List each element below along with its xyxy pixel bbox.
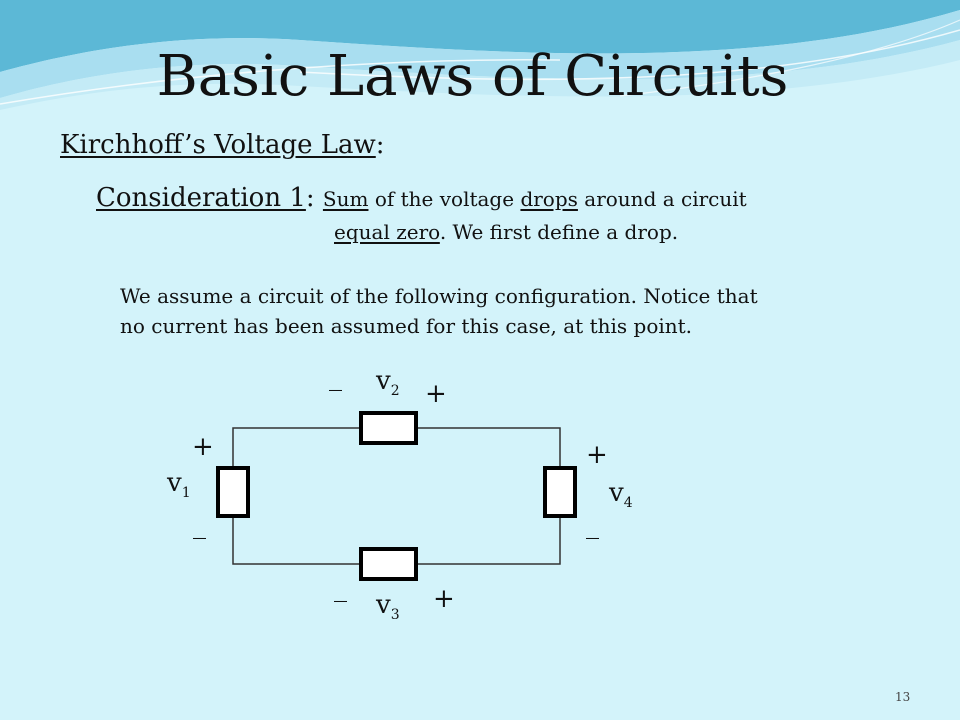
v2-minus-sign: _	[329, 362, 342, 392]
word-drops: drops	[520, 187, 578, 211]
v4-label-base: v	[609, 478, 624, 508]
section-heading: Kirchhoff’s Voltage Law:	[60, 127, 385, 163]
consideration-label: Consideration 1	[96, 183, 306, 213]
v3-label-base: v	[376, 590, 391, 620]
resistor-v3	[359, 547, 418, 581]
consideration-body: Sum of the voltage drops around a circui…	[323, 187, 747, 211]
resistor-v4	[543, 466, 577, 518]
v2-plus-sign: +	[425, 379, 447, 409]
paragraph-line: We assume a circuit of the following con…	[120, 284, 758, 308]
v4-label: v4	[609, 478, 633, 518]
v3-label-sub: 3	[390, 607, 400, 623]
v1-minus-sign: _	[193, 510, 206, 540]
page-number: 13	[895, 690, 911, 704]
circuit-wire-loop	[232, 427, 561, 565]
resistor-v1	[216, 466, 250, 518]
text-segment: . We first define a drop.	[439, 220, 679, 244]
text-segment: around a circuit	[577, 187, 747, 211]
consideration-colon: :	[305, 183, 315, 213]
v2-label: v2	[376, 366, 400, 406]
section-heading-colon: :	[375, 130, 385, 160]
paragraph-line: no current has been assumed for this cas…	[120, 314, 693, 338]
consideration-line-2: equal zero. We first define a drop.	[334, 217, 678, 247]
v4-minus-sign: _	[586, 510, 599, 540]
v1-label-base: v	[167, 468, 182, 498]
text-segment: of the voltage	[368, 187, 521, 211]
header-wave-decoration	[0, 0, 960, 110]
consideration-line-1: Consideration 1: Sum of the voltage drop…	[96, 180, 747, 217]
v3-plus-sign: +	[433, 584, 455, 614]
v3-minus-sign: _	[334, 573, 347, 603]
v1-label: v1	[167, 468, 191, 508]
phrase-equal-zero: equal zero	[334, 220, 440, 244]
v4-plus-sign: +	[586, 440, 608, 470]
resistor-v2	[359, 411, 418, 445]
assumption-paragraph: We assume a circuit of the following con…	[120, 281, 880, 341]
v2-label-base: v	[376, 366, 391, 396]
section-heading-text: Kirchhoff’s Voltage Law	[60, 130, 376, 160]
word-sum: Sum	[322, 187, 369, 211]
v4-label-sub: 4	[623, 495, 633, 511]
slide-title: Basic Laws of Circuits	[156, 44, 789, 109]
v1-label-sub: 1	[181, 485, 191, 501]
v2-label-sub: 2	[390, 383, 400, 399]
v1-plus-sign: +	[192, 432, 214, 462]
v3-label: v3	[376, 590, 400, 630]
